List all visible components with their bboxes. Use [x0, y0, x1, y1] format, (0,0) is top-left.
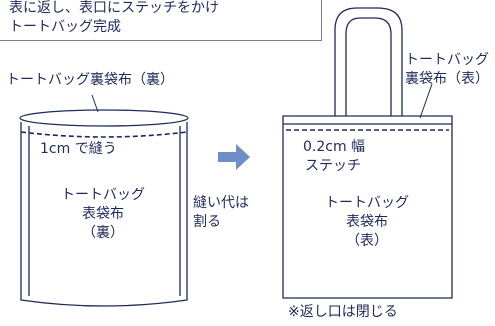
closing-note: ※返し口は閉じる	[288, 304, 398, 320]
left-bag-stitch-line	[20, 131, 188, 138]
stitch-label-1: 0.2cm 幅	[303, 139, 366, 155]
left-bag	[19, 94, 189, 307]
bag-handle-inner	[345, 17, 392, 116]
left-lining-label: トートバッグ裏袋布（裏）	[6, 72, 174, 88]
bag-handle-outer	[334, 7, 403, 116]
instruction-line-1: 表に返し、表口にステッチをかけ	[9, 0, 219, 16]
right-body-label-1: トートバッグ	[325, 195, 409, 211]
left-body-label-2: 表袋布	[82, 206, 124, 222]
instruction-box: 表に返し、表口にステッチをかけ トートバッグ完成	[0, 0, 322, 41]
right-lining-label-1: トートバッグ	[405, 52, 489, 68]
right-body-label-3: （表）	[346, 233, 388, 249]
left-body-label-3: （裏）	[82, 225, 124, 241]
lining-right-leader-line	[419, 83, 433, 119]
right-lining-label-2: 裏袋布（表）	[405, 71, 489, 87]
instruction-line-2: トートバッグ完成	[9, 19, 121, 35]
allowance-label-1: 縫い代は	[193, 195, 249, 211]
allowance-label-2: 割る	[193, 214, 221, 230]
right-body-label-2: 表袋布	[346, 214, 388, 230]
turn-right-side-out-arrow	[218, 144, 250, 170]
left-bag-body	[20, 122, 188, 307]
left-bag-opening	[19, 109, 189, 127]
lining-leader-line	[91, 94, 99, 113]
right-bag-body	[282, 115, 453, 299]
stitch-label-2: ステッチ	[305, 158, 361, 174]
left-body-label-1: トートバッグ	[61, 187, 145, 203]
left-seam-label: 1cm で縫う	[40, 141, 117, 157]
right-bag	[282, 7, 453, 299]
